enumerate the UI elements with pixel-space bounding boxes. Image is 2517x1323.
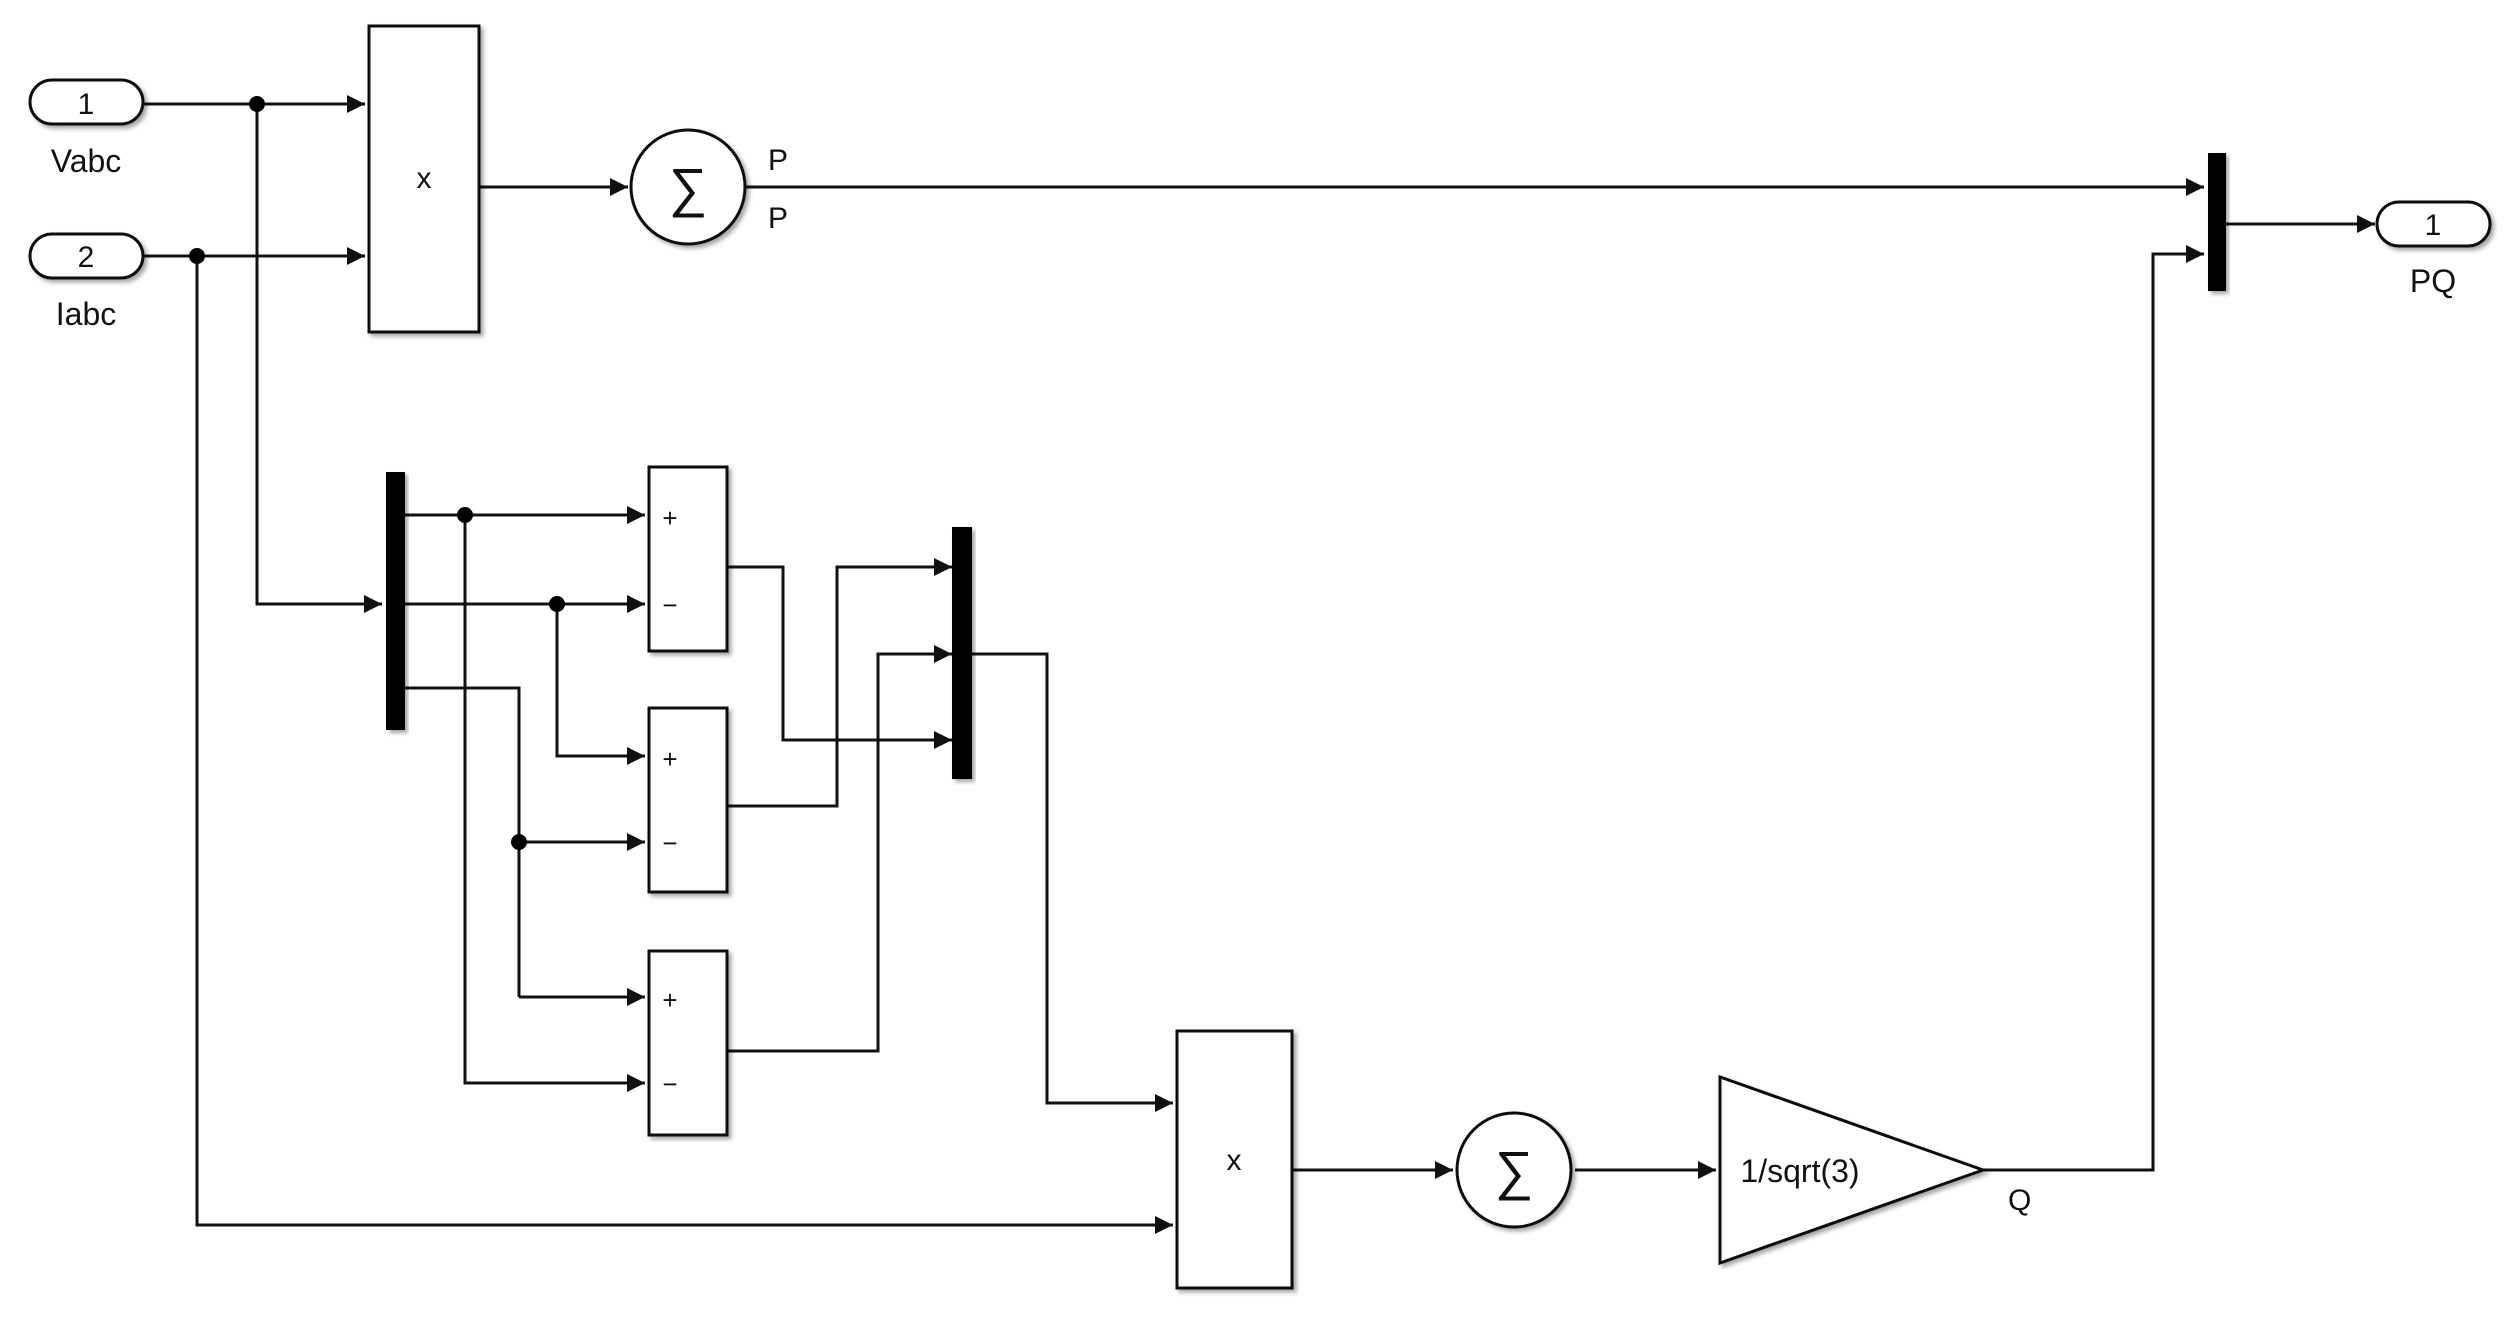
mux-bar[interactable]	[952, 527, 972, 779]
junction-dot	[457, 507, 473, 523]
wire-sub2-mux[interactable]	[727, 558, 952, 808]
inport-name: Iabc	[56, 296, 116, 332]
wire-sub3-mux[interactable]	[727, 645, 952, 1053]
sum-symbol: ∑	[1495, 1141, 1534, 1201]
gain-value: 1/sqrt(3)	[1740, 1153, 1859, 1189]
junction-dot	[249, 96, 265, 112]
outport-name: PQ	[2410, 263, 2456, 299]
wire-o1-sub3-minus[interactable]	[463, 515, 645, 1092]
subtract-block-3[interactable]: + −	[647, 949, 729, 1137]
junction-dot	[511, 834, 527, 850]
demux-bar[interactable]	[386, 472, 405, 730]
wire-vabc-demux[interactable]	[255, 104, 382, 613]
sum-block-q[interactable]: ∑	[1455, 1111, 1573, 1229]
signal-label-p: P	[768, 144, 788, 177]
plus-sign: +	[662, 985, 677, 1015]
outport-pq[interactable]: 1 PQ	[2375, 200, 2492, 299]
inport-name: Vabc	[51, 143, 122, 179]
signal-label-q: Q	[2008, 1184, 2031, 1217]
minus-sign: −	[662, 590, 677, 620]
sum-block-p[interactable]: ∑	[629, 128, 747, 246]
junction-dot	[189, 248, 205, 264]
sum-symbol: ∑	[669, 158, 708, 218]
wire-o2-sub2-plus[interactable]	[555, 604, 645, 765]
output-mux-bar[interactable]	[2208, 153, 2226, 291]
subtract-block-1[interactable]: + −	[647, 465, 729, 653]
wire-sub1-mux[interactable]	[727, 565, 952, 749]
product-block-q[interactable]: x	[1175, 1029, 1294, 1290]
product-symbol: x	[1227, 1144, 1242, 1177]
wire-gain-mux[interactable]	[1983, 245, 2204, 1172]
wire-iabc-bottom-product[interactable]	[195, 256, 1173, 1234]
signal-lines	[143, 95, 2375, 1234]
gain-block[interactable]: 1/sqrt(3)	[1718, 1074, 1988, 1266]
wire-mux-bottom-product[interactable]	[972, 652, 1173, 1112]
outport-number: 1	[2425, 209, 2442, 242]
signal-label-p: P	[768, 202, 788, 235]
product-symbol: x	[417, 162, 432, 195]
inport-vabc[interactable]: 1 Vabc	[28, 78, 145, 179]
inport-number: 1	[78, 88, 95, 121]
junction-dot	[549, 596, 565, 612]
subtract-block-2[interactable]: + −	[647, 706, 729, 894]
junction-dots	[189, 96, 565, 850]
minus-sign: −	[662, 1069, 677, 1099]
minus-sign: −	[662, 828, 677, 858]
plus-sign: +	[662, 503, 677, 533]
plus-sign: +	[662, 744, 677, 774]
inport-number: 2	[78, 241, 95, 274]
product-block-p[interactable]: x	[367, 24, 481, 334]
wire-demux-o3	[405, 686, 521, 997]
inport-iabc[interactable]: 2 Iabc	[28, 232, 145, 332]
